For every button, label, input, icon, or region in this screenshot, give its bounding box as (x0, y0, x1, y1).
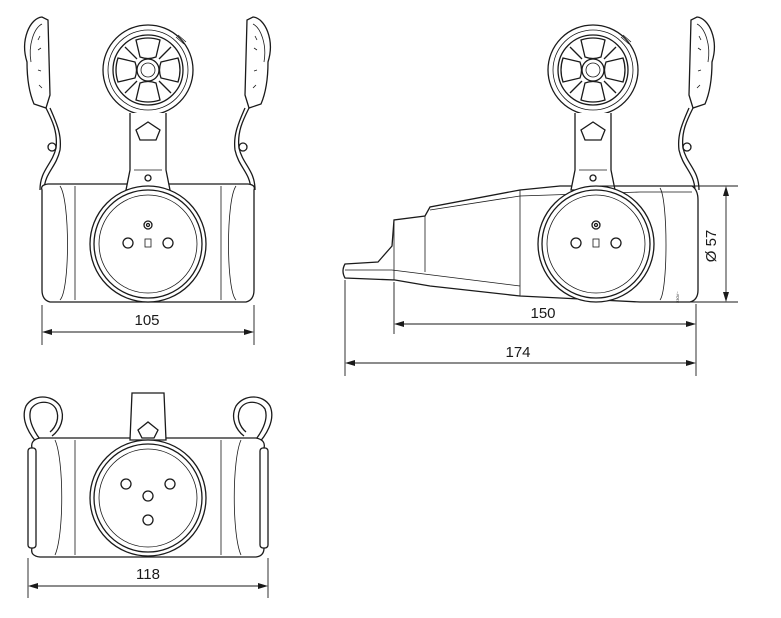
bottom-socket-hole-top-right (164, 478, 176, 490)
dimension-front-width-label: 105 (134, 312, 159, 329)
dimension-side-total-length: 174 (344, 280, 697, 376)
bottom-left-hook (23, 396, 64, 447)
side-top-cap (547, 24, 639, 116)
dimension-side-plug-length-label: 150 (530, 305, 555, 322)
bottom-socket-hole-center (142, 490, 154, 502)
dimension-front-width: 105 (41, 305, 255, 345)
bottom-socket-hole-bottom (142, 514, 154, 526)
dimension-side-total-length-label: 174 (505, 344, 530, 361)
front-left-side-cap (24, 16, 62, 191)
dimension-socket-diameter: Ø 57 (600, 185, 738, 303)
side-view: 230V~ Ø 57 150 174 (342, 16, 738, 376)
dimension-side-plug-length: 150 (393, 282, 697, 334)
front-socket-hole-left (122, 237, 134, 249)
bottom-view: 118 (23, 392, 273, 598)
dimension-bottom-width: 118 (27, 558, 269, 598)
side-socket-ring (537, 185, 655, 303)
bottom-socket-ring (89, 439, 207, 557)
dimension-socket-diameter-label: Ø 57 (703, 230, 720, 263)
front-top-cap (102, 24, 194, 116)
bottom-right-hook (232, 396, 273, 447)
dimension-bottom-width-label: 118 (136, 566, 160, 583)
bottom-socket-hole-top-left (120, 478, 132, 490)
side-right-cap (677, 16, 715, 191)
front-right-side-cap (233, 16, 271, 191)
front-socket-ring (89, 185, 207, 303)
front-socket-hole-right (162, 237, 174, 249)
rating-mark: 230V~ (675, 291, 680, 303)
front-view: 105 (24, 16, 271, 345)
